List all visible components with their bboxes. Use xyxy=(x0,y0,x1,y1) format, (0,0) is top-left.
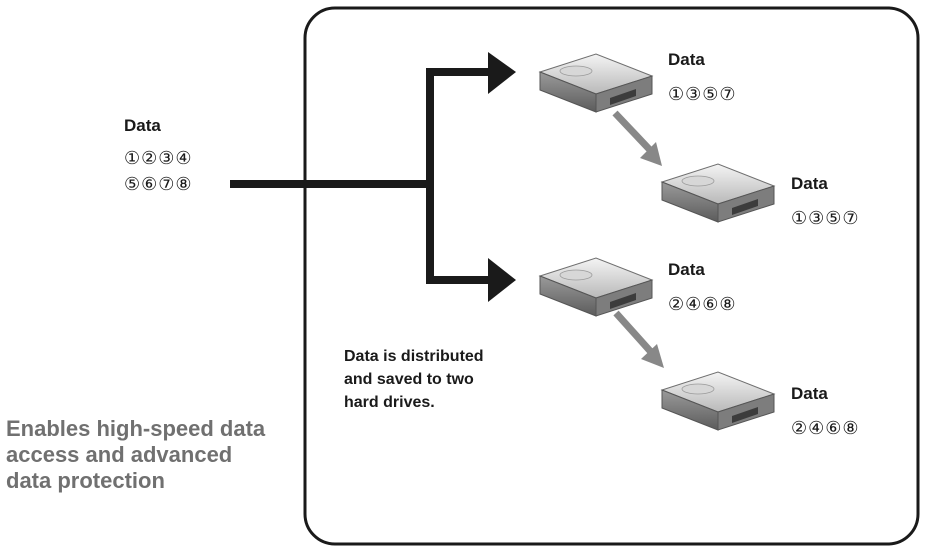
hard-drive-icon xyxy=(661,163,775,223)
distribution-note: Data is distributed and saved to two har… xyxy=(344,345,484,414)
drive-4-label: Data xyxy=(791,384,828,403)
tagline-line-2: access and advanced xyxy=(6,442,233,467)
hard-drive-icon xyxy=(539,53,653,113)
distribution-lines xyxy=(230,68,492,284)
drive-1-blocks: ①③⑤⑦ xyxy=(668,84,737,104)
distribution-note-line-2: and saved to two xyxy=(344,371,474,388)
drive-4-blocks: ②④⑥⑧ xyxy=(791,418,860,438)
distribution-note-line-1: Data is distributed xyxy=(344,348,484,365)
arrow-diagonal-icon xyxy=(612,110,662,166)
distribution-note-line-3: hard drives. xyxy=(344,394,435,411)
drive-1-label: Data xyxy=(668,50,705,69)
source-data-label: Data xyxy=(124,116,161,135)
drive-3-blocks: ②④⑥⑧ xyxy=(668,294,737,314)
hard-drive-icon xyxy=(539,257,653,317)
hard-drive-icon xyxy=(661,371,775,431)
tagline-line-1: Enables high-speed data xyxy=(6,416,266,441)
arrow-right-icon xyxy=(488,258,516,302)
source-data-row-1: ①②③④ xyxy=(124,148,193,168)
raid-frame xyxy=(303,6,920,546)
tagline-line-3: data protection xyxy=(6,468,165,493)
arrow-diagonal-icon xyxy=(613,310,664,368)
tagline: Enables high-speed data access and advan… xyxy=(6,416,265,494)
drive-2-label: Data xyxy=(791,174,828,193)
arrow-right-icon xyxy=(488,52,516,94)
source-data-row-2: ⑤⑥⑦⑧ xyxy=(124,174,193,194)
drive-3-label: Data xyxy=(668,260,705,279)
drive-2-blocks: ①③⑤⑦ xyxy=(791,208,860,228)
